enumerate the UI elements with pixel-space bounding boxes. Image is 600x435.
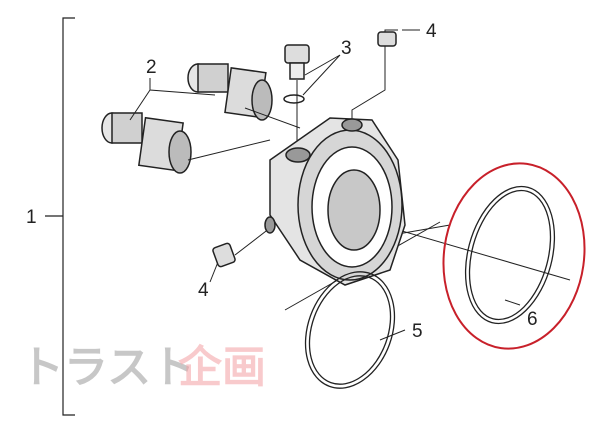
- label-1: 1: [26, 207, 37, 228]
- assembly-bracket: [45, 17, 75, 416]
- label-6: 6: [527, 309, 538, 330]
- o-ring-large: [464, 185, 556, 325]
- o-ring-small: [304, 271, 396, 389]
- fitting-upper: [187, 63, 273, 121]
- sandwich-adapter-body: [264, 117, 406, 286]
- watermark-text-kanji: 企画: [178, 342, 266, 393]
- watermark: トラスト 企画: [20, 342, 266, 393]
- label-2: 2: [146, 57, 157, 78]
- watermark-text-katakana: トラスト: [20, 342, 195, 393]
- plug-top: [377, 31, 397, 47]
- label-4-side: 4: [198, 280, 209, 301]
- center-bolt: [283, 44, 310, 104]
- fitting-lower: [101, 112, 192, 174]
- plug-side: [212, 242, 236, 268]
- label-3: 3: [341, 38, 352, 59]
- label-5: 5: [412, 321, 423, 342]
- label-4-top: 4: [426, 21, 437, 42]
- highlight-circle: [442, 162, 586, 350]
